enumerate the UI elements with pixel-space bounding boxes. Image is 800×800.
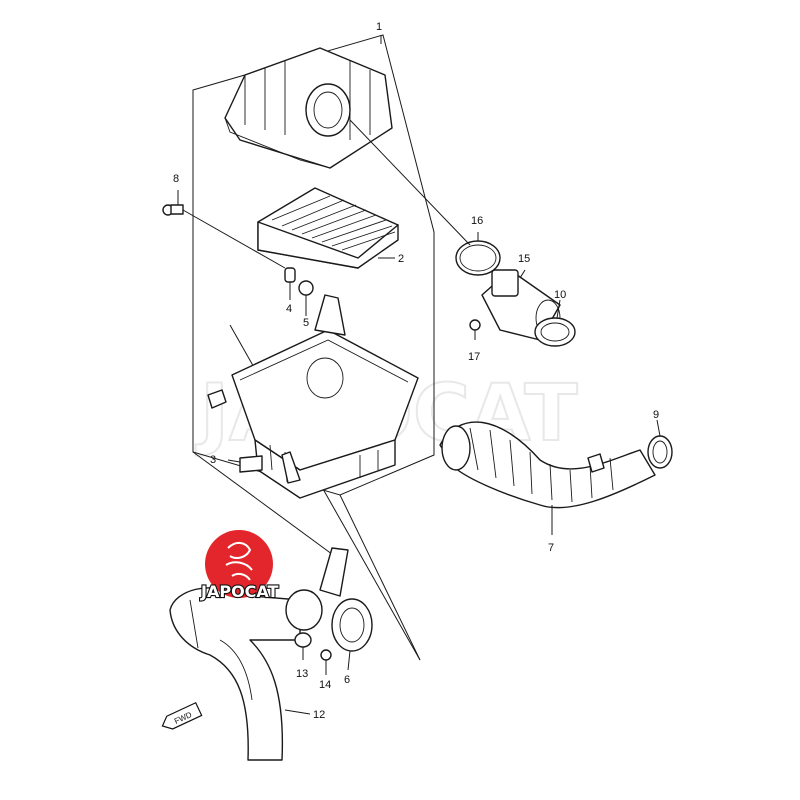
inlet-hose-12 <box>169 547 349 761</box>
callout-5: 5 <box>303 317 309 329</box>
callout-4: 4 <box>286 303 292 315</box>
callout-10: 10 <box>554 289 566 301</box>
callout-1: 1 <box>376 21 382 33</box>
callout-labels: 1 2 3 4 5 6 7 8 9 10 12 13 14 15 16 17 <box>173 21 659 721</box>
callout-8: 8 <box>173 173 179 185</box>
resonator-6 <box>331 598 373 652</box>
air-filter-element <box>257 187 399 269</box>
callout-3: 3 <box>210 454 216 466</box>
logo-mascot-icon <box>225 542 253 581</box>
callout-6: 6 <box>344 674 350 686</box>
logo-badge-circle <box>205 530 273 598</box>
callout-14: 14 <box>319 679 331 691</box>
callout-16: 16 <box>471 215 483 227</box>
leader-lines <box>177 35 661 715</box>
callout-9: 9 <box>653 409 659 421</box>
callout-13: 13 <box>296 668 308 680</box>
hose-clamp-9 <box>647 435 673 469</box>
japocat-logo: JAPOCAT <box>199 530 280 602</box>
logo-text: JAPOCAT <box>200 582 279 601</box>
bolt-8 <box>162 204 184 216</box>
grommet-5 <box>298 280 314 296</box>
callout-2: 2 <box>398 253 404 265</box>
hose-clamp-10 <box>534 317 576 347</box>
air-cleaner-upper-case <box>224 47 393 169</box>
callout-15: 15 <box>518 253 530 265</box>
callout-7: 7 <box>548 542 554 554</box>
forward-direction-arrow: FWD <box>161 701 203 730</box>
air-cleaner-lower-case <box>207 294 419 499</box>
grommet-4 <box>284 267 296 283</box>
intake-hose-7 <box>439 421 656 509</box>
o-ring-16 <box>455 240 501 276</box>
screw-17 <box>469 319 481 331</box>
grommet-13 <box>294 632 312 648</box>
clamp-3 <box>239 455 263 473</box>
nut-14 <box>320 649 332 661</box>
callout-17: 17 <box>468 351 480 363</box>
callout-12: 12 <box>313 709 325 721</box>
